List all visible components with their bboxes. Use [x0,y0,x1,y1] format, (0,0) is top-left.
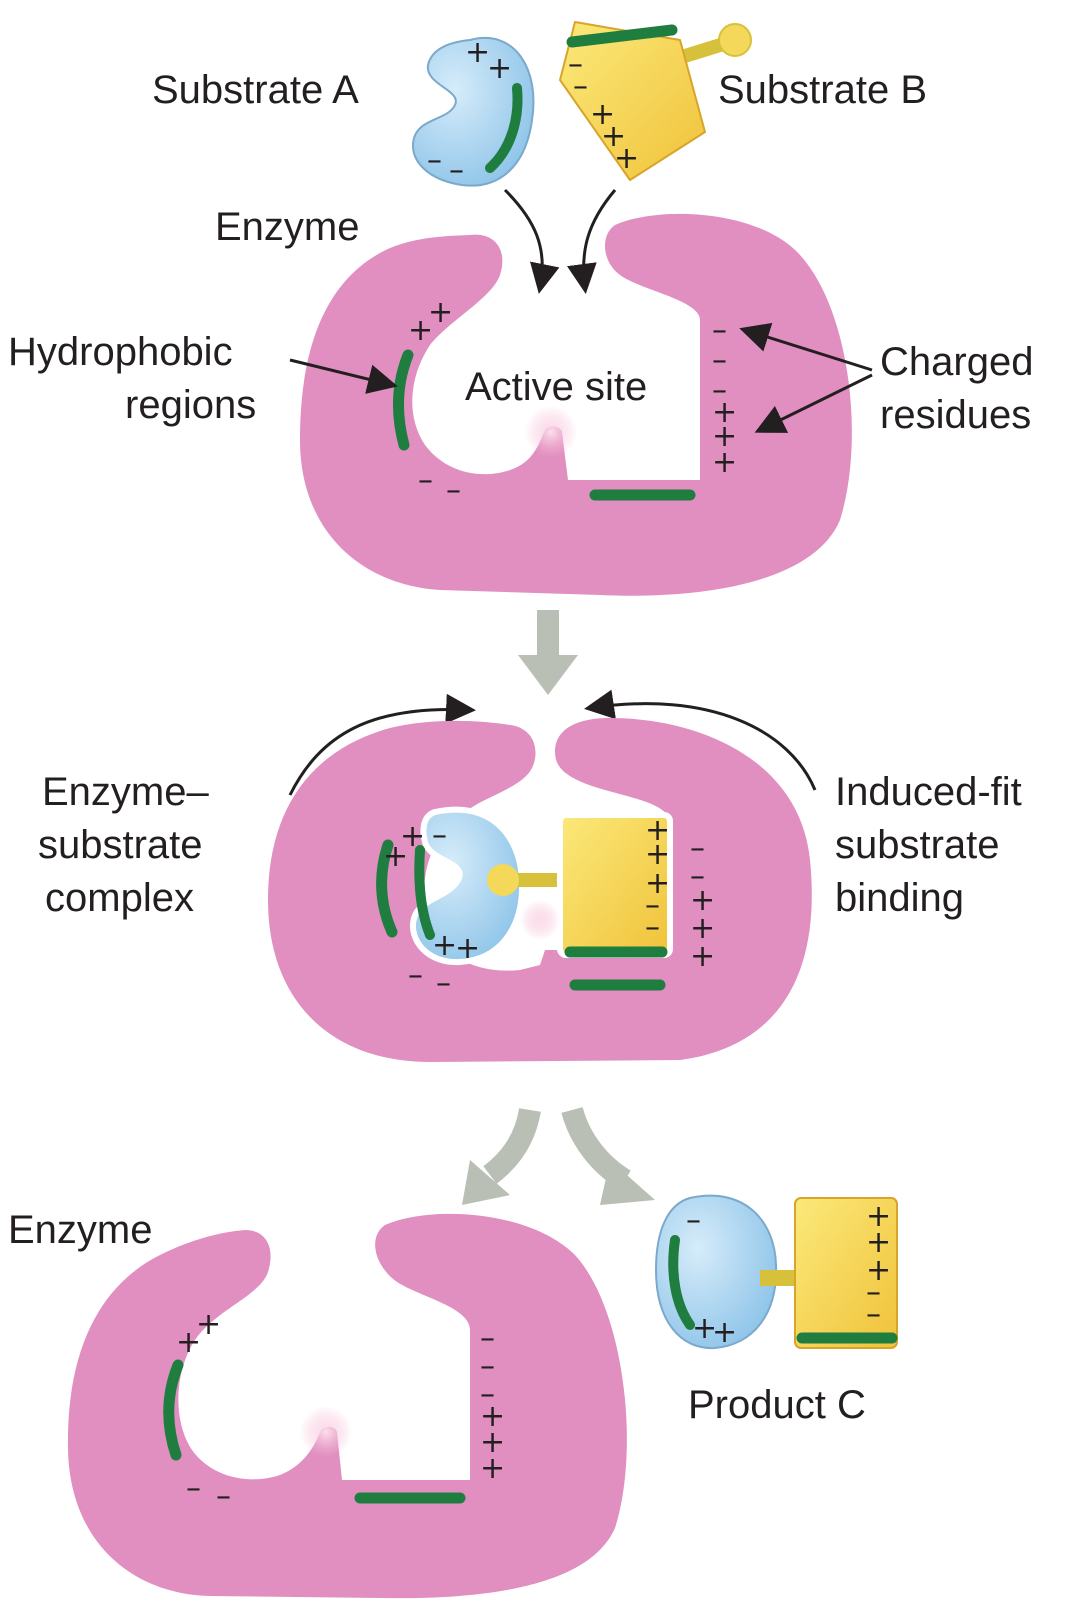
svg-text:–: – [866,1275,881,1310]
svg-text:+: + [712,419,737,454]
enzyme-top-label: Enzyme [215,205,360,249]
svg-text:+: + [590,97,615,132]
substrate-a-shape: + + – – [411,35,535,188]
svg-text:–: – [645,888,660,923]
process-arrow-down [518,610,578,695]
charged-pointer-arrow-lower [754,373,873,433]
complex-label-line2: substrate [38,823,203,867]
svg-text:–: – [573,69,588,104]
svg-text:+: + [480,1399,505,1434]
svg-text:–: – [418,463,433,498]
svg-text:–: – [712,343,727,378]
svg-text:–: – [432,818,447,853]
svg-text:–: – [568,47,583,82]
svg-text:–: – [436,966,451,1001]
active-site-label: Active site [465,365,647,409]
hydrophobic-region-icon [485,83,523,173]
hydrophobic-label-line1: Hydrophobic [8,330,233,374]
svg-text:+: + [690,883,715,918]
svg-text:–: – [216,1479,231,1514]
svg-text:+: + [690,939,715,974]
svg-text:+: + [614,141,639,176]
charged-label-line2: residues [880,393,1031,437]
induced-fit-arrow-right [584,689,817,791]
hydrophobic-label-line2: regions [125,383,256,427]
hydrophobic-region-icon [392,349,414,451]
svg-text:+: + [465,35,490,70]
svg-text:+: + [196,1307,221,1342]
svg-text:–: – [866,1297,881,1332]
svg-text:+: + [866,1199,891,1234]
charged-pointer-arrow-upper [739,322,873,372]
substrate-a-label: Substrate A [152,68,359,112]
complex-label-line3: complex [45,876,194,920]
svg-text:+: + [690,911,715,946]
complex-label-line1: Enzyme– [42,770,209,814]
svg-text:+: + [712,445,737,480]
svg-text:+: + [601,119,626,154]
product-c-label: Product C [688,1383,866,1427]
svg-text:+: + [428,295,453,330]
induced-fit-arrow-left [288,693,476,796]
svg-text:–: – [446,473,461,508]
svg-text:+: + [692,1311,717,1346]
svg-text:+: + [645,813,670,848]
svg-text:+: + [480,1425,505,1460]
svg-text:–: – [712,313,727,348]
svg-text:–: – [480,1321,495,1356]
svg-text:–: – [645,910,660,945]
substrate-b-shape: – – + + + [559,21,752,181]
svg-text:–: – [690,859,705,894]
svg-text:+: + [408,313,433,348]
catalytic-site-glow [525,406,577,458]
charged-label-line1: Charged [880,340,1033,384]
svg-text:–: – [686,1203,701,1238]
induced-fit-label-line1: Induced-fit [835,770,1022,814]
hydrophobic-pointer-arrow [289,358,398,394]
svg-text:+: + [866,1225,891,1260]
enzyme-complex-shape: + + – + + – – + + + – – – – + + + [268,718,812,1062]
enzyme-bottom-label: Enzyme [8,1208,153,1252]
svg-text:+: + [480,1451,505,1486]
svg-text:+: + [400,819,425,854]
svg-text:+: + [712,395,737,430]
svg-text:–: – [480,1377,495,1412]
svg-text:+: + [383,839,408,874]
svg-text:–: – [449,153,464,188]
substrate-b-entry-arrow [567,189,617,294]
induced-fit-label-line3: binding [835,876,964,920]
svg-text:+: + [645,866,670,901]
svg-text:–: – [480,1349,495,1384]
svg-text:–: – [427,143,442,178]
svg-text:+: + [645,837,670,872]
induced-fit-label-line2: substrate [835,823,1000,867]
svg-text:+: + [432,928,457,963]
svg-text:+: + [487,51,512,86]
hydrophobic-region-icon [566,24,678,48]
substrate-a-entry-arrow [503,188,560,294]
process-arrow-split [462,1106,655,1205]
svg-text:+: + [712,1315,737,1350]
svg-text:+: + [866,1253,891,1288]
svg-text:–: – [690,831,705,866]
enzyme-top-shape: + + – – – – – + + + [300,213,852,596]
product-c-shape: – + + + + + – – [654,1194,898,1350]
svg-text:–: – [712,373,727,408]
enzyme-bottom-shape: + + – – – – – + + + [67,1213,627,1599]
svg-text:–: – [408,958,423,993]
svg-text:+: + [455,931,480,966]
substrate-b-label: Substrate B [718,68,927,112]
svg-text:–: – [186,1471,201,1506]
svg-text:+: + [176,1325,201,1360]
